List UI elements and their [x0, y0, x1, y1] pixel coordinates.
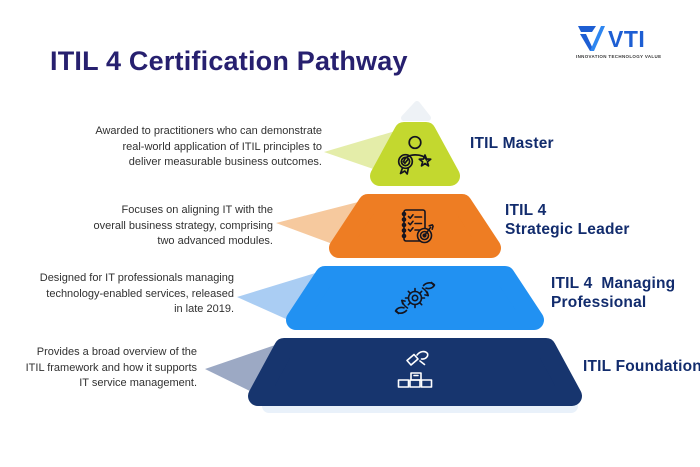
description-line: technology-enabled services, released — [46, 287, 234, 300]
level-description-master: Awarded to practitioners who can demonst… — [95, 124, 322, 171]
description-line: IT service management. — [79, 377, 197, 390]
level-description-managing-professional: Designed for IT professionals managing t… — [40, 271, 234, 318]
level-label-strategic-leader: ITIL 4 Strategic Leader — [505, 201, 630, 239]
description-line: overall business strategy, comprising — [93, 219, 273, 232]
level-label-line: ITIL 4 — [505, 202, 547, 219]
description-line: Awarded to practitioners who can demonst… — [95, 125, 322, 137]
medal-award-icon — [397, 135, 432, 175]
page-title: ITIL 4 Certification Pathway — [50, 46, 408, 76]
vti-logo-text: VTI — [608, 26, 646, 52]
description-line: Provides a broad overview of the — [36, 346, 197, 358]
pyramid-apex — [401, 101, 431, 121]
level-label-line: ITIL Foundation — [583, 358, 700, 375]
bricklaying-icon — [397, 350, 433, 388]
description-line: ITIL framework and how it supports — [25, 361, 197, 374]
pyramid-segment-managing-professional — [286, 266, 544, 330]
description-line: Designed for IT professionals managing — [39, 272, 234, 284]
vti-logo-icon — [578, 26, 605, 51]
description-line: Focuses on aligning IT with the — [121, 204, 273, 216]
pyramid-segment-strategic-leader — [329, 194, 501, 258]
level-label-line: Strategic Leader — [505, 221, 630, 238]
pyramid-segment-master — [370, 122, 460, 186]
gear-collaboration-icon — [394, 281, 436, 315]
level-label-master: ITIL Master — [470, 134, 554, 153]
checklist-target-icon — [401, 209, 434, 244]
pyramid-segment-foundation — [248, 338, 582, 406]
level-label-foundation: ITIL Foundation — [583, 357, 700, 376]
level-label-managing-professional: ITIL 4 Managing Professional — [551, 274, 675, 312]
description-line: two advanced modules. — [157, 235, 273, 248]
level-label-line: ITIL 4 Managing — [551, 275, 676, 292]
level-label-line: ITIL Master — [470, 135, 554, 152]
description-line: deliver measurable business outcomes. — [128, 156, 322, 169]
description-line: real-world application of ITIL principle… — [122, 140, 322, 153]
level-label-line: Professional — [551, 294, 647, 311]
vti-logo: VTI INNOVATION TECHNOLOGY VALUE — [576, 26, 688, 63]
description-line: in late 2019. — [174, 303, 234, 316]
level-description-foundation: Provides a broad overview of the ITIL fr… — [26, 345, 197, 392]
level-description-strategic-leader: Focuses on aligning IT with the overall … — [93, 203, 273, 250]
